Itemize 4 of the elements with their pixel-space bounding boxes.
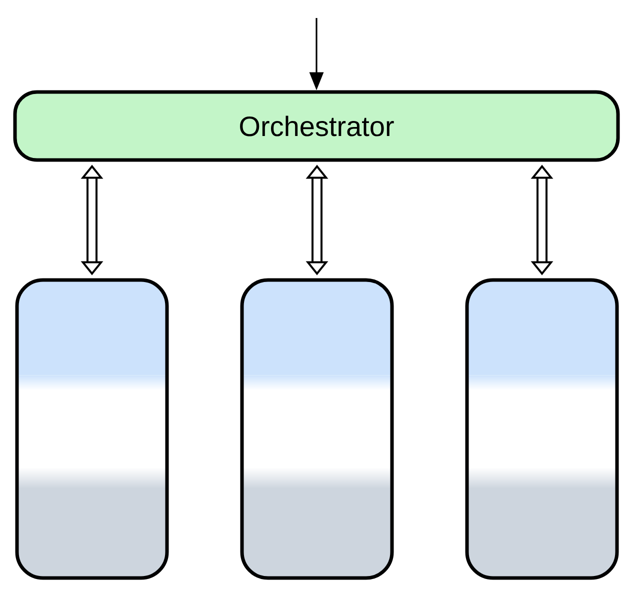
orchestrator-box: Orchestrator: [13, 90, 620, 162]
worker-box: [240, 278, 394, 580]
worker-box: [15, 278, 169, 580]
worker-box: [465, 278, 619, 580]
